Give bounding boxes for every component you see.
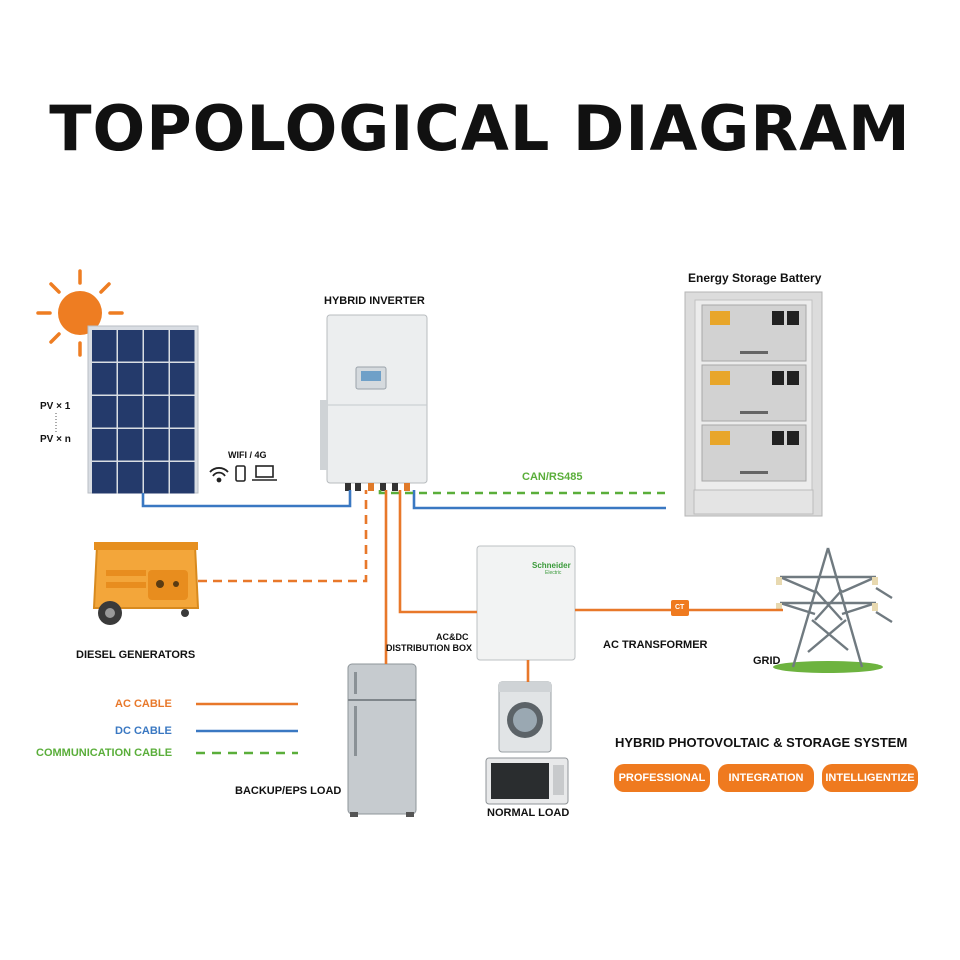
refrigerator-icon <box>347 663 417 817</box>
ac-cable-generator <box>198 490 368 583</box>
solar-cell <box>144 429 169 461</box>
battery-label: Energy Storage Battery <box>688 271 822 285</box>
can-label: CAN/RS485 <box>522 471 583 483</box>
battery-led-icon <box>740 471 768 474</box>
distribution-label-1: AC&DC <box>436 632 469 642</box>
battery-terminal-icon <box>772 371 784 385</box>
distribution-label-2: DISTRIBUTION BOX <box>386 643 473 653</box>
backup-load-label: BACKUP/EPS LOAD <box>235 785 342 797</box>
battery-terminal-icon <box>787 431 799 445</box>
solar-cell <box>118 330 143 362</box>
solar-cell <box>118 429 143 461</box>
diesel-generator-icon <box>92 542 200 625</box>
distribution-box-icon <box>476 545 576 661</box>
solar-cell <box>170 462 195 494</box>
ct-label: CT <box>675 604 685 611</box>
legend-dc-label: DC CABLE <box>115 725 172 737</box>
solar-cell <box>144 363 169 395</box>
solar-cell <box>170 363 195 395</box>
grid-tower-icon <box>773 547 893 673</box>
pv-label-1: PV × 1 <box>40 401 71 412</box>
solar-cell <box>92 396 117 428</box>
ac-transformer-label: AC TRANSFORMER <box>603 639 708 651</box>
legend-ac-label: AC CABLE <box>115 698 172 710</box>
solar-cell <box>92 363 117 395</box>
solar-cell <box>144 396 169 428</box>
tag-intelligentize: INTELLIGENTIZE <box>822 764 918 792</box>
schneider-sub: Electric <box>545 570 562 576</box>
schneider-logo: Schneider <box>532 561 571 570</box>
diesel-label: DIESEL GENERATORS <box>76 649 196 661</box>
solar-cell <box>170 396 195 428</box>
wifi-label: WIFI / 4G <box>228 450 267 460</box>
pv-label-n: PV × n <box>40 434 71 445</box>
solar-cell <box>144 462 169 494</box>
solar-cell <box>118 396 143 428</box>
system-title: HYBRID PHOTOVOLTAIC & STORAGE SYSTEM <box>615 735 908 750</box>
dc-cable-battery <box>412 490 666 510</box>
page-title: TOPOLOGICAL DIAGRAM <box>49 92 911 165</box>
wifi-icon <box>209 467 229 483</box>
ct-icon <box>671 600 689 616</box>
solar-cell <box>118 462 143 494</box>
legend-comm-label: COMMUNICATION CABLE <box>36 747 173 759</box>
solar-cell <box>144 330 169 362</box>
comm-cable-battery <box>378 490 666 495</box>
tag-professional: PROFESSIONAL <box>614 764 710 792</box>
battery-led-icon <box>740 351 768 354</box>
battery-terminal-icon <box>787 371 799 385</box>
grid-label: GRID <box>753 655 781 667</box>
solar-cell <box>92 462 117 494</box>
battery-cabinet-icon <box>684 291 823 517</box>
laptop-icon <box>252 465 277 481</box>
solar-cell <box>118 363 143 395</box>
normal-load-label: NORMAL LOAD <box>487 807 570 819</box>
hybrid-inverter-icon <box>320 314 428 491</box>
solar-panel-icon <box>87 325 199 494</box>
solar-cell <box>92 330 117 362</box>
solar-cell <box>170 429 195 461</box>
phone-icon <box>235 465 246 482</box>
cable-network <box>141 490 783 755</box>
washing-machine-icon <box>498 681 552 753</box>
dc-cable-pv <box>141 490 352 508</box>
battery-terminal-icon <box>772 311 784 325</box>
battery-terminal-icon <box>787 311 799 325</box>
tag-integration: INTEGRATION <box>718 764 814 792</box>
microwave-icon <box>485 757 569 805</box>
battery-breaker-icon <box>710 431 730 445</box>
solar-cell <box>92 429 117 461</box>
battery-breaker-icon <box>710 311 730 325</box>
ac-cable-distribution <box>398 490 477 614</box>
battery-breaker-icon <box>710 371 730 385</box>
hybrid-inverter-label: HYBRID INVERTER <box>324 295 425 307</box>
solar-cell <box>170 330 195 362</box>
battery-terminal-icon <box>772 431 784 445</box>
battery-led-icon <box>740 411 768 414</box>
